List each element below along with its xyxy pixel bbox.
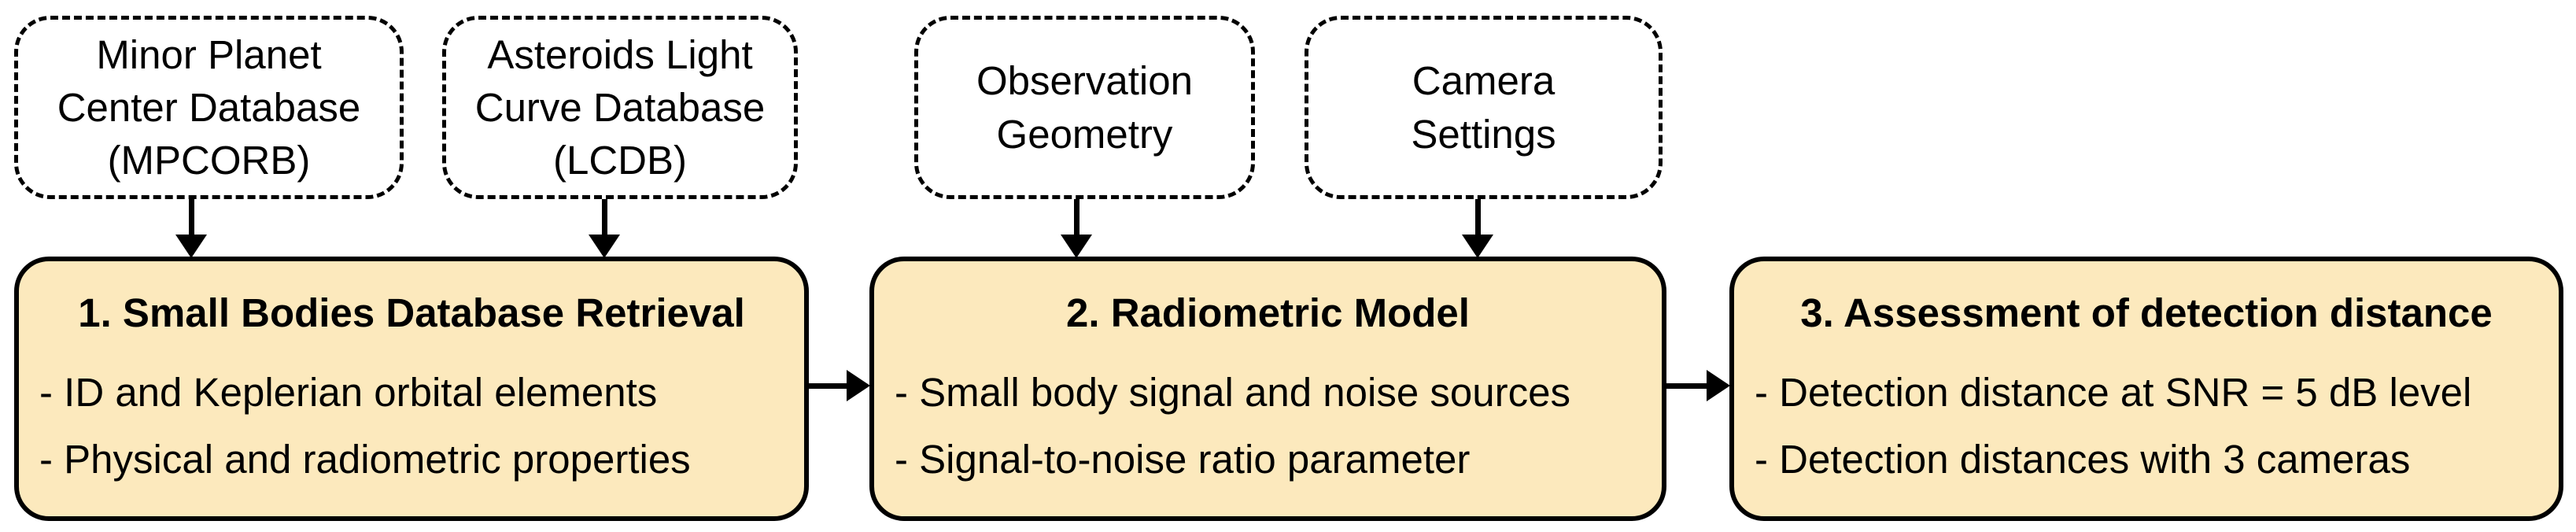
arrow-shaft — [1666, 382, 1708, 389]
stage-box-2-bullet-1: - Small body signal and noise sources — [895, 370, 1570, 415]
stage-box-2-bullet-2: - Signal-to-noise ratio parameter — [895, 437, 1471, 482]
input-box-observation-geometry: Observation Geometry — [914, 16, 1255, 199]
arrow-shaft — [809, 382, 848, 389]
input-box-camera-settings-label: Camera Settings — [1411, 58, 1556, 157]
stage-box-1-bullet-2: - Physical and radiometric properties — [39, 437, 691, 482]
arrow-shaft — [601, 199, 607, 236]
stage-box-3-title: 3. Assessment of detection distance — [1800, 290, 2493, 335]
arrow-lcdb-to-stage-1 — [585, 199, 624, 258]
arrow-shaft — [188, 199, 194, 236]
arrow-stage-2-to-stage-3 — [1666, 366, 1730, 405]
input-box-lcdb: Asteroids Light Curve Database (LCDB) — [442, 16, 798, 199]
stage-box-1-bullet-1: - ID and Keplerian orbital elements — [39, 370, 658, 415]
stage-box-2: 2. Radiometric Model - Small body signal… — [869, 257, 1666, 521]
arrow-observation-geometry-to-stage-2 — [1057, 199, 1096, 258]
arrow-camera-settings-to-stage-2 — [1458, 199, 1497, 258]
arrow-head-down-icon — [1061, 235, 1092, 258]
arrow-shaft — [1073, 199, 1079, 236]
stage-box-3: 3. Assessment of detection distance - De… — [1729, 257, 2563, 521]
stage-box-3-bullets: - Detection distance at SNR = 5 dB level… — [1734, 372, 2559, 506]
input-box-mpcorb: Minor Planet Center Database (MPCORB) — [14, 16, 404, 199]
input-box-observation-geometry-label: Observation Geometry — [976, 58, 1193, 157]
arrow-head-down-icon — [589, 235, 620, 258]
stage-box-1-title: 1. Small Bodies Database Retrieval — [78, 290, 745, 335]
input-box-mpcorb-label: Minor Planet Center Database (MPCORB) — [57, 31, 361, 183]
stage-box-2-title: 2. Radiometric Model — [1066, 290, 1470, 335]
stage-box-3-bullet-2: - Detection distances with 3 cameras — [1755, 437, 2411, 482]
arrow-head-right-icon — [1707, 370, 1730, 401]
stage-box-2-bullets: - Small body signal and noise sources - … — [874, 372, 1662, 506]
arrow-head-down-icon — [1462, 235, 1493, 258]
arrow-mpcorb-to-stage-1 — [172, 199, 211, 258]
stage-box-1: 1. Small Bodies Database Retrieval - ID … — [14, 257, 809, 521]
arrow-shaft — [1474, 199, 1481, 236]
stage-box-1-bullets: - ID and Keplerian orbital elements - Ph… — [19, 372, 804, 506]
arrow-stage-1-to-stage-2 — [809, 366, 870, 405]
input-box-lcdb-label: Asteroids Light Curve Database (LCDB) — [474, 31, 766, 183]
arrow-head-right-icon — [847, 370, 870, 401]
stage-box-3-bullet-1: - Detection distance at SNR = 5 dB level — [1755, 370, 2472, 415]
input-box-camera-settings: Camera Settings — [1305, 16, 1663, 199]
arrow-head-down-icon — [175, 235, 207, 258]
